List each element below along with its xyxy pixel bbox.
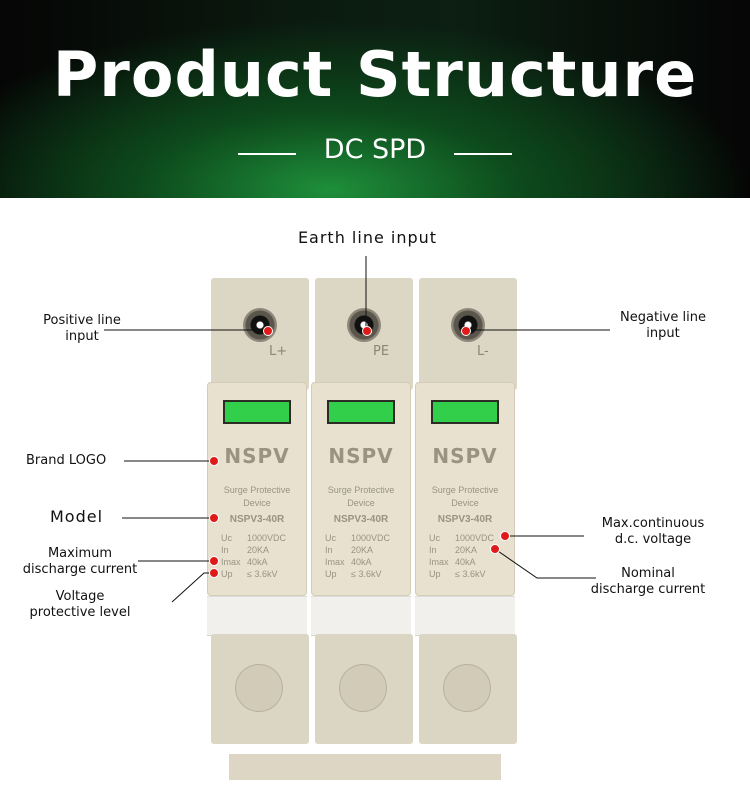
label-model: Model [50,507,104,526]
terminal-screw-icon [243,308,277,342]
screw-cover-icon [443,664,491,712]
marker-dot [209,556,219,566]
marker-dot [490,544,500,554]
marker-dot [500,531,510,541]
terminal-screw-icon [451,308,485,342]
marker-dot [461,326,471,336]
lower-terminal [315,634,413,744]
terminal-screw-icon [347,308,381,342]
model-number: NSPV3-40R [229,514,285,525]
label-earth-line-input: Earth line input [297,228,438,247]
model-number: NSPV3-40R [437,514,493,525]
subtitle-row: DC SPD [0,134,750,170]
model-number: NSPV3-40R [333,514,389,525]
marker-dot [209,568,219,578]
brand-logo: NSPV [432,444,498,468]
label-brand-logo: Brand LOGO [26,453,107,468]
terminal-tag: PE [373,344,390,359]
status-window [223,400,291,424]
terminal-cap-earth: PE [315,278,413,390]
subtitle-rule-left [238,153,296,155]
marker-dot [209,456,219,466]
screw-cover-icon [235,664,283,712]
lower-terminal [419,634,517,744]
terminal-tag: L+ [269,344,288,359]
subtitle-rule-right [454,153,512,155]
marker-dot [209,513,219,523]
terminal-tag: L- [477,344,489,359]
din-rail-base [229,754,501,780]
page-subtitle: DC SPD [323,134,427,165]
white-band [311,596,411,636]
marker-dot [263,326,273,336]
page-title: Product Structure [52,38,698,111]
brand-logo: NSPV [224,444,290,468]
status-window [327,400,395,424]
status-window [431,400,499,424]
brand-logo: NSPV [328,444,394,468]
lower-terminal [211,634,309,744]
marker-dot [362,326,372,336]
header-banner: Product Structure DC SPD [0,0,750,198]
terminal-cap-positive: L+ [211,278,309,390]
screw-cover-icon [339,664,387,712]
